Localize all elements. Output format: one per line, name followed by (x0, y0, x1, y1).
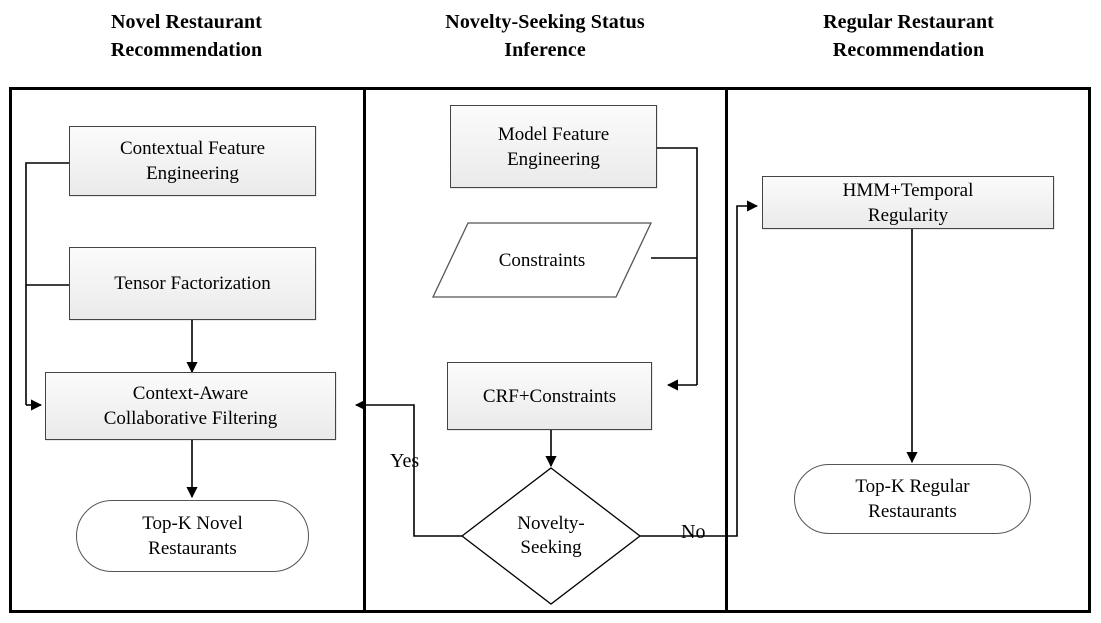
edge-label-yes: Yes (390, 450, 420, 472)
node-label: Top-K Regular Restaurants (855, 476, 970, 522)
column-header-regular-restaurant-recommendation: Regular Restaurant Recommendation (823, 11, 994, 61)
node-label: Contextual Feature Engineering (119, 138, 266, 184)
column-header-novel-restaurant-recommendation: Novel Restaurant Recommendation (110, 11, 263, 61)
node-label: Model Feature Engineering (497, 123, 610, 170)
node-constraints[interactable]: Constraints (432, 222, 652, 298)
node-model-feature-engineering[interactable]: Model Feature Engineering (450, 105, 657, 188)
node-label: HMM+Temporal Regularity (842, 179, 974, 226)
diamond-shape (460, 467, 642, 605)
edge-label-no: No (681, 521, 706, 543)
node-label: Tensor Factorization (114, 273, 271, 294)
node-contextual-feature-engineering[interactable]: Contextual Feature Engineering (69, 126, 316, 196)
node-label: Constraints (498, 249, 586, 271)
node-label: CRF+Constraints (482, 385, 617, 407)
node-tensor-factorization[interactable]: Tensor Factorization (69, 247, 316, 320)
node-topk-regular-restaurants[interactable]: Top-K Regular Restaurants (794, 464, 1031, 534)
column-header-novelty-seeking-status-inference: Novelty-Seeking Status Inference (445, 11, 645, 61)
node-novelty-seeking[interactable]: Novelty- Seeking (460, 466, 642, 606)
node-hmm-temporal-regularity[interactable]: HMM+Temporal Regularity (762, 176, 1054, 229)
node-topk-novel-restaurants[interactable]: Top-K Novel Restaurants (76, 500, 309, 572)
node-label: Top-K Novel Restaurants (142, 513, 243, 559)
node-label: Context-Aware Collaborative Filtering (103, 383, 278, 429)
node-crf-constraints[interactable]: CRF+Constraints (447, 362, 652, 430)
node-context-aware-collaborative-filtering[interactable]: Context-Aware Collaborative Filtering (45, 372, 336, 440)
column-divider-1 (363, 87, 366, 613)
node-label: Novelty- Seeking (517, 513, 585, 558)
parallelogram-shape (432, 222, 652, 298)
column-divider-2 (725, 87, 728, 613)
